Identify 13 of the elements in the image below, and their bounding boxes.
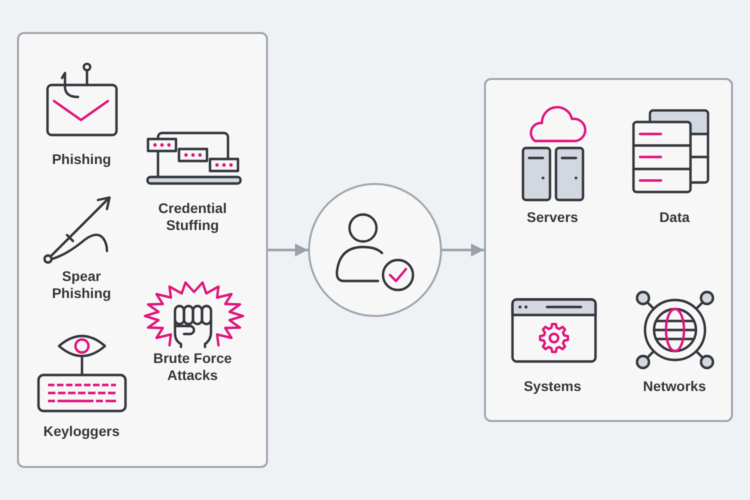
item-label: Systems [524,378,582,395]
item-label: Phishing [52,150,112,168]
item-label: Spear Phishing [50,268,112,302]
item-label: Brute Force Attacks [152,350,233,384]
arrow [442,244,484,256]
item-label: Keyloggers [43,422,120,440]
arrow [268,244,308,256]
item-label: Networks [642,378,706,395]
group-panel [17,32,268,468]
item-label: Data [659,208,690,226]
group-panel [484,78,733,422]
item-label: Servers [526,208,578,226]
item-label: Credential Stuffing [157,200,228,234]
